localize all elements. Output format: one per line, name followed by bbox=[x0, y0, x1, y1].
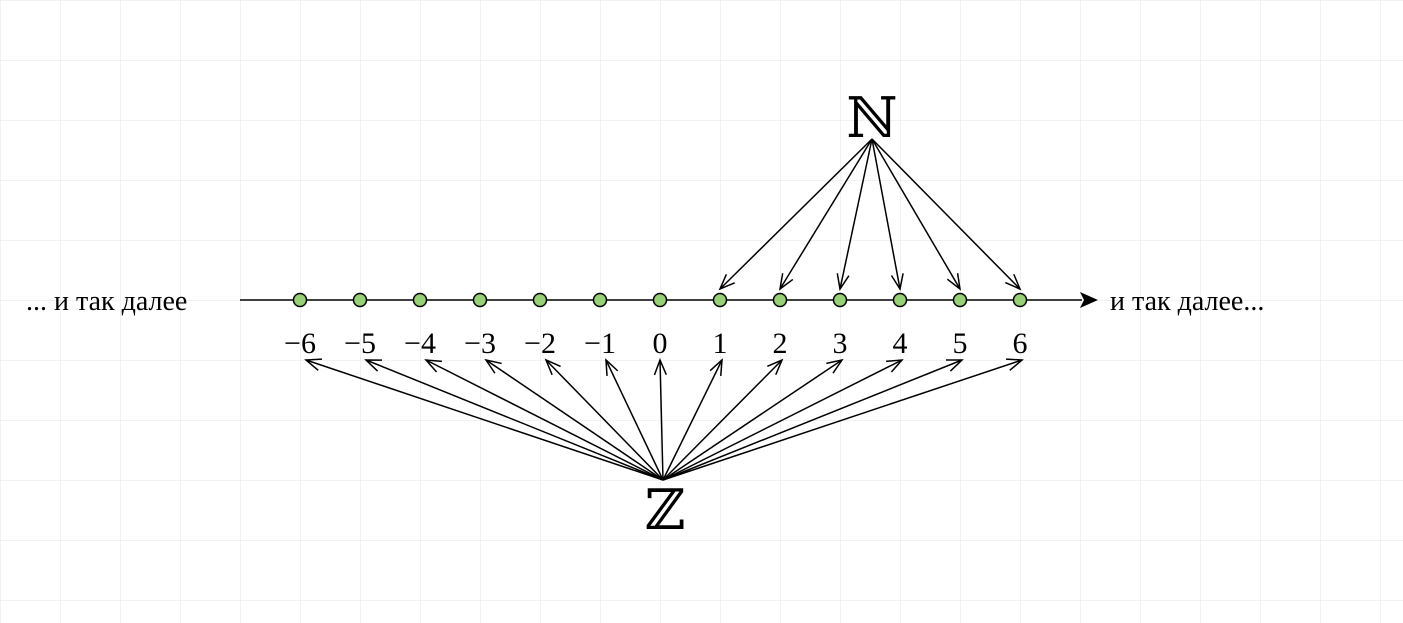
naturals-arrow-6 bbox=[871, 138, 1022, 291]
integers-arrow-3 bbox=[662, 358, 844, 481]
tick-label-0: 0 bbox=[653, 327, 668, 360]
integers-arrow-5 bbox=[662, 359, 964, 481]
integers-arrow-neg2 bbox=[544, 358, 664, 481]
tick-label-1: 1 bbox=[713, 327, 728, 360]
naturals-arrow-4 bbox=[871, 138, 904, 291]
tick-label-6: 6 bbox=[1013, 327, 1028, 360]
tick-label-3: 3 bbox=[833, 327, 848, 360]
naturals-arrow-5 bbox=[871, 138, 962, 291]
integers-arrow-neg4 bbox=[424, 359, 664, 481]
naturals-arrow-3 bbox=[836, 138, 873, 291]
tick-label-2: 2 bbox=[773, 327, 788, 360]
integers-arrow-0 bbox=[653, 357, 667, 481]
point-neg4 bbox=[412, 292, 428, 308]
right-label: и так далее... bbox=[1110, 286, 1264, 317]
number-line-arrowhead bbox=[1080, 292, 1098, 308]
naturals-arrow-2 bbox=[778, 138, 873, 291]
point-neg1 bbox=[592, 292, 608, 308]
tick-label-neg3: −3 bbox=[464, 327, 496, 360]
point-3 bbox=[832, 292, 848, 308]
integers-arrow-4 bbox=[662, 359, 904, 481]
left-label: ... и так далее bbox=[26, 286, 187, 317]
point-neg5 bbox=[352, 292, 368, 308]
integers-arrow-neg5 bbox=[364, 359, 664, 481]
integers-arrow-1 bbox=[662, 358, 723, 481]
tick-label-neg2: −2 bbox=[524, 327, 556, 360]
point-6 bbox=[1012, 292, 1028, 308]
tick-label-5: 5 bbox=[953, 327, 968, 360]
tick-label-neg6: −6 bbox=[284, 327, 316, 360]
tick-label-neg4: −4 bbox=[404, 327, 436, 360]
naturals-arrow-1 bbox=[718, 138, 873, 291]
point-neg6 bbox=[292, 292, 308, 308]
integers-symbol: ℤ bbox=[645, 480, 686, 542]
points-layer bbox=[292, 292, 1028, 308]
point-neg2 bbox=[532, 292, 548, 308]
integers-arrow-neg3 bbox=[484, 358, 664, 481]
point-0 bbox=[652, 292, 668, 308]
integers-arrow-neg1 bbox=[605, 358, 664, 481]
tick-label-neg1: −1 bbox=[584, 327, 616, 360]
point-1 bbox=[712, 292, 728, 308]
integers-arrow-6 bbox=[662, 358, 1024, 481]
integers-arrow-neg6 bbox=[304, 358, 664, 481]
point-2 bbox=[772, 292, 788, 308]
tick-label-4: 4 bbox=[893, 327, 908, 360]
point-4 bbox=[892, 292, 908, 308]
point-5 bbox=[952, 292, 968, 308]
tick-label-neg5: −5 bbox=[344, 327, 376, 360]
arrows-layer bbox=[304, 138, 1024, 481]
ticks-layer: −6 −5 −4 −3 −2 −1 0 1 2 3 4 5 6 bbox=[284, 327, 1027, 360]
integers-arrow-2 bbox=[662, 358, 784, 481]
point-neg3 bbox=[472, 292, 488, 308]
naturals-symbol: ℕ bbox=[846, 88, 897, 150]
